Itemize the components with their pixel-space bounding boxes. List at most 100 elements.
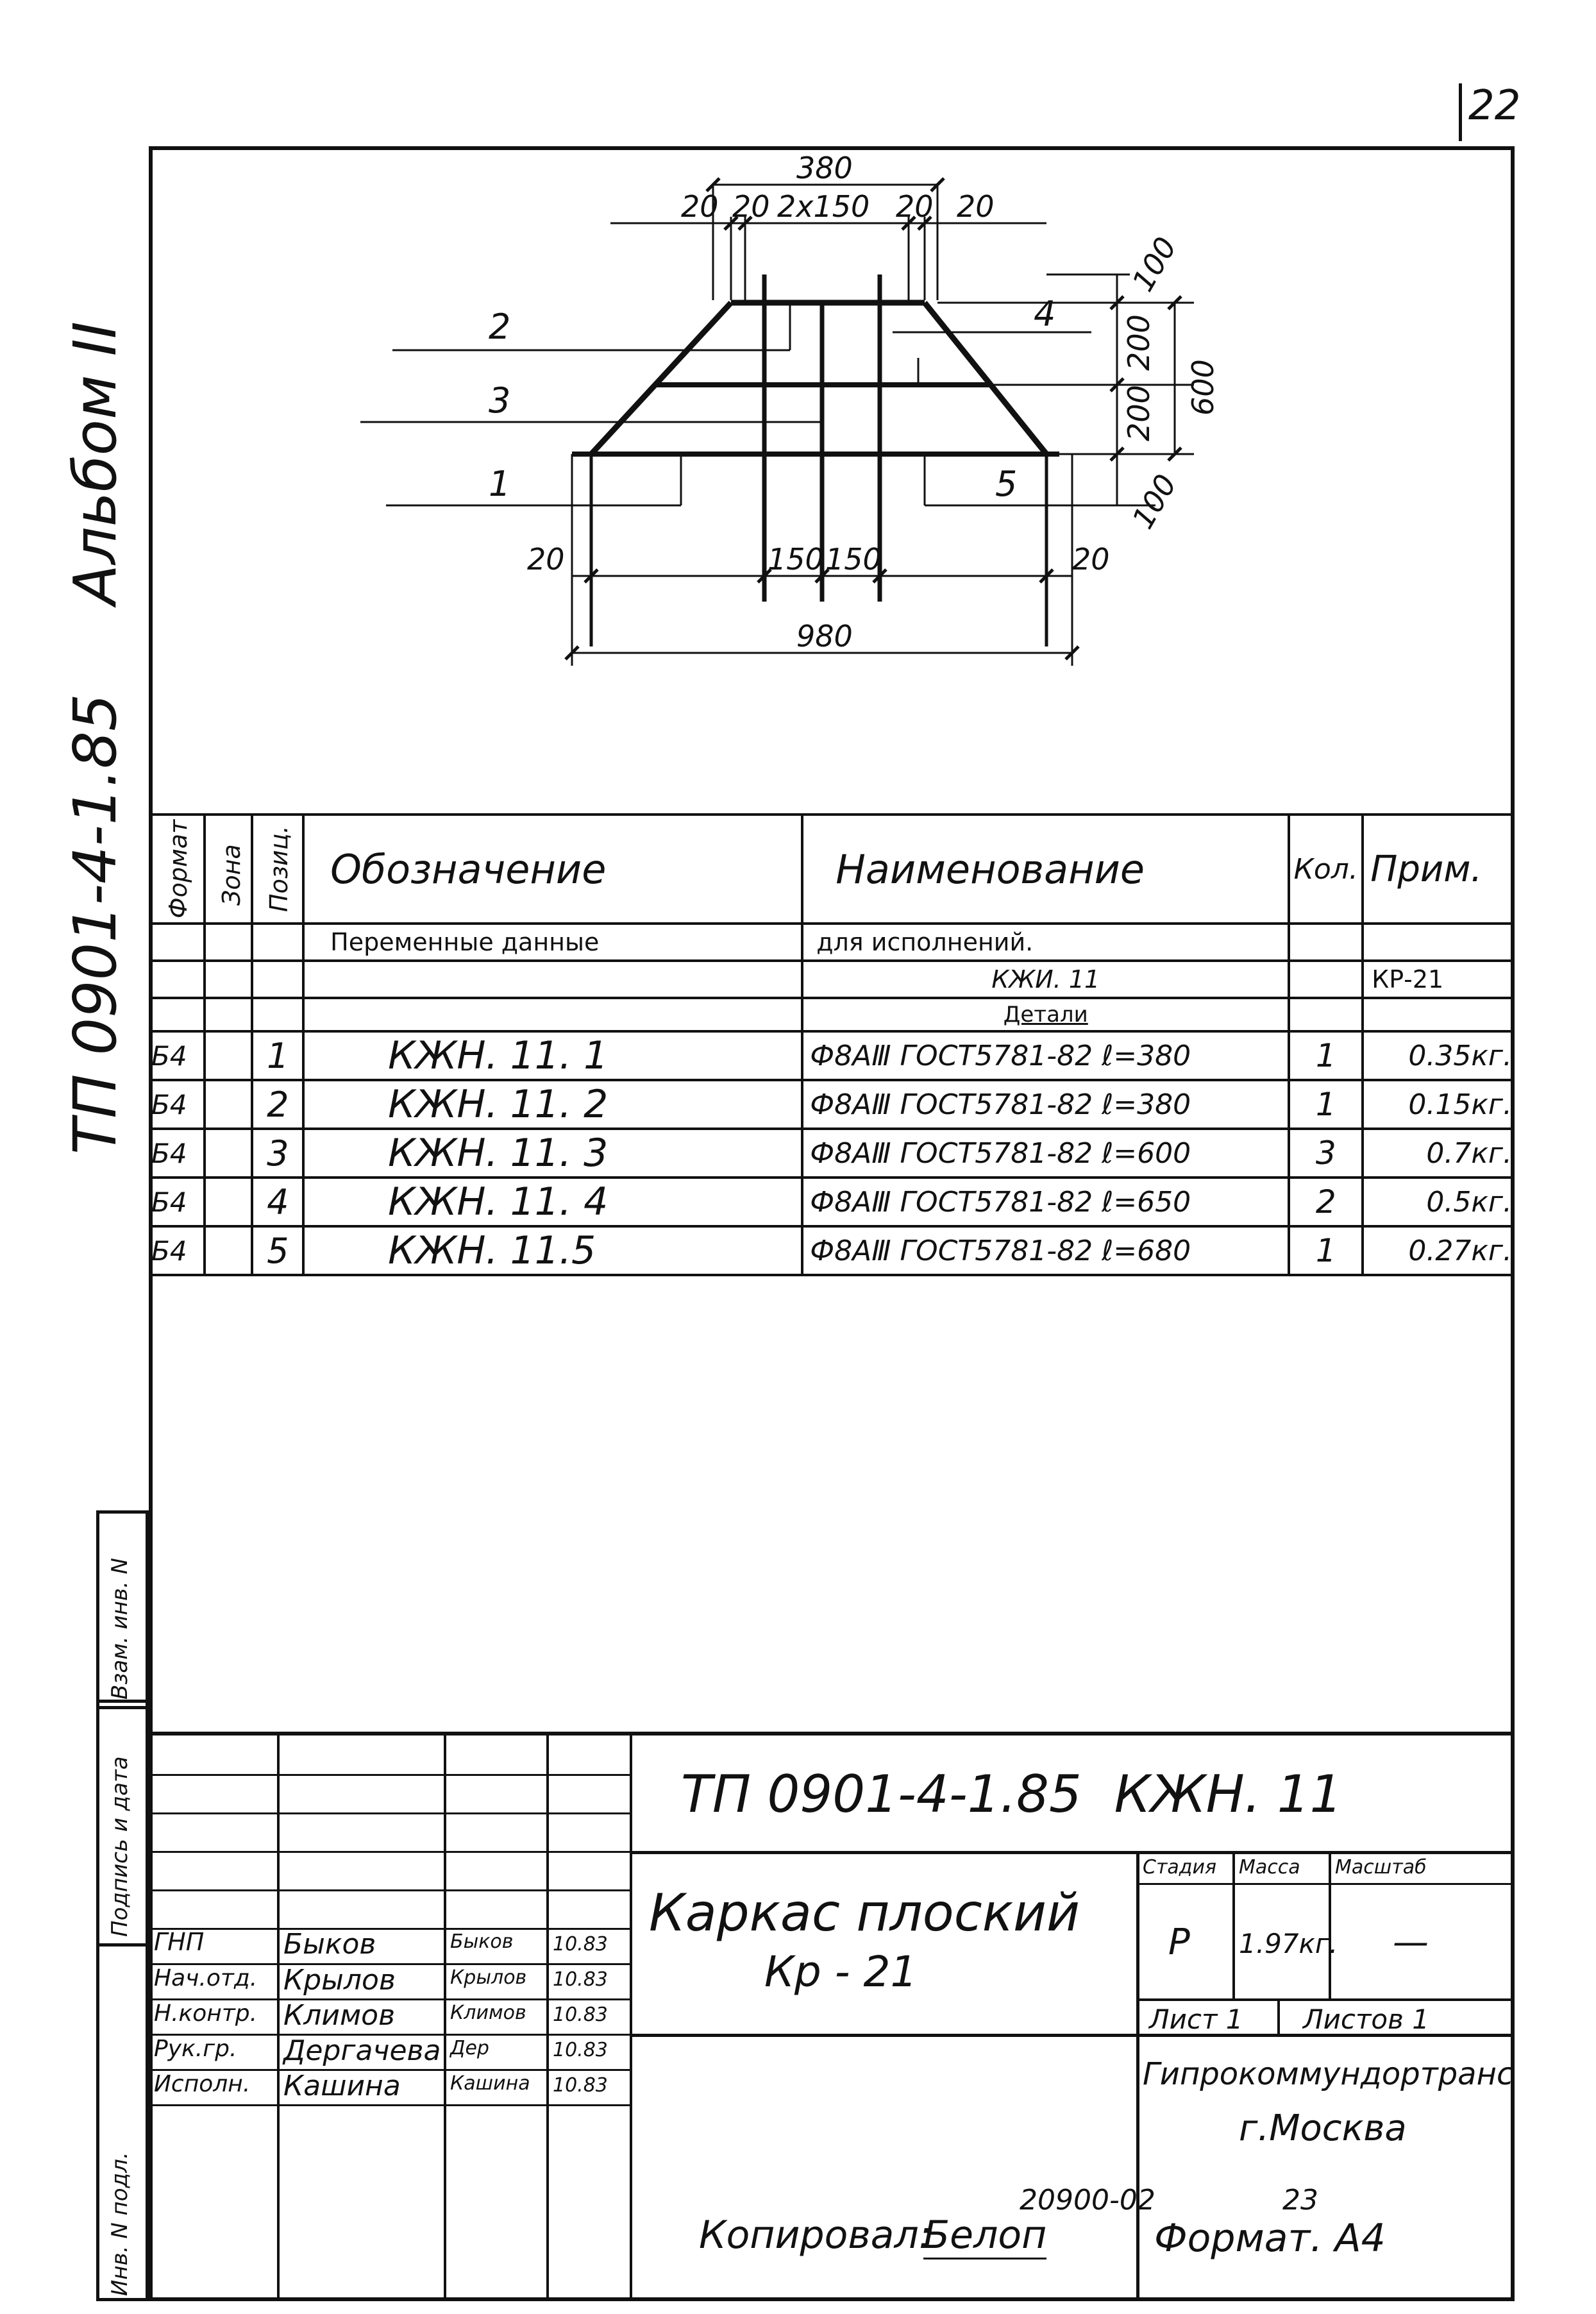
row-name: Ф8АⅢ ГОСТ5781-82 ℓ=600 [801, 1127, 1291, 1179]
pos-label-3: 3 [489, 380, 510, 421]
row-pos: 2 [251, 1079, 305, 1130]
person-name: Крылов [283, 1964, 396, 1997]
row-qty: 3 [1288, 1127, 1365, 1179]
variable-data-row: Переменные данные для исполнений. [149, 922, 1515, 962]
row-pos: 4 [251, 1176, 305, 1228]
header-format: Формат [149, 813, 206, 925]
side-code-album: Альбом II [61, 321, 130, 605]
variant-row: КЖИ. 11 КР-21 [149, 959, 1515, 999]
pos-label-4: 4 [1034, 294, 1055, 334]
row-name: Ф8АⅢ ГОСТ5781-82 ℓ=380 [801, 1030, 1291, 1081]
row-name: Ф8АⅢ ГОСТ5781-82 ℓ=680 [801, 1225, 1291, 1276]
person-role: Рук.гр. [154, 2036, 237, 2062]
row-format: Б4 [149, 1176, 206, 1228]
page-number-mark [1459, 83, 1462, 141]
row-designation: КЖН. 11. 2 [302, 1079, 804, 1130]
dim-bottom-right: 20 [1072, 542, 1110, 577]
header-zone: Зона [203, 813, 254, 925]
person-name: Климов [283, 1999, 396, 2032]
person-name: Дергачева [283, 2034, 441, 2067]
dim-top-left-outer: 20 [681, 189, 719, 224]
stage-value: Р [1168, 1921, 1190, 1963]
row-format: Б4 [149, 1030, 206, 1081]
row-format: Б4 [149, 1127, 206, 1179]
variant-name: КЖИ. 11 [801, 959, 1291, 999]
org-line1: Гипрокоммундортранс [1143, 2056, 1514, 2092]
person-sign: Кашина [450, 2072, 530, 2095]
row-designation: КЖН. 11.5 [302, 1225, 804, 1276]
pos-label-2: 2 [489, 307, 510, 347]
title-line1: Каркас плоский [649, 1883, 1080, 1943]
person-role: ГНП [154, 1928, 205, 1956]
page-number: 22 [1468, 82, 1521, 130]
stamp-sign-date: Подпись и дата [107, 1756, 133, 1937]
details-label: Детали [801, 997, 1291, 1033]
row-qty: 1 [1288, 1079, 1365, 1130]
header-designation: Обозначение [302, 813, 804, 925]
scale-value: — [1393, 1921, 1429, 1963]
dim-top-middle: 2x150 [777, 189, 869, 224]
row-pos: 1 [251, 1030, 305, 1081]
footer-order: 20900-02 [1020, 2184, 1155, 2217]
spec-row: Б4 3 КЖН. 11. 3 Ф8АⅢ ГОСТ5781-82 ℓ=600 3… [149, 1127, 1515, 1179]
header-note: Прим. [1361, 813, 1515, 925]
mass-value: 1.97кг. [1239, 1928, 1338, 1959]
stamp-inv-repl: Взам. инв. N [107, 1558, 133, 1700]
footer-copier-sign: Белоп [923, 2213, 1047, 2259]
spec-row: Б4 4 КЖН. 11. 4 Ф8АⅢ ГОСТ5781-82 ℓ=650 2… [149, 1176, 1515, 1228]
dim-top-right-outer: 20 [957, 189, 995, 224]
specification-table: Формат Зона Позиц. Обозначение Наименова… [149, 813, 1515, 1276]
person-sign: Быков [450, 1930, 514, 1953]
person-date: 10.83 [553, 2004, 608, 2026]
row-note: 0.5кг. [1361, 1176, 1515, 1228]
row-designation: КЖН. 11. 1 [302, 1030, 804, 1081]
variable-designation: Переменные данные [302, 922, 804, 962]
row-designation: КЖН. 11. 4 [302, 1176, 804, 1228]
row-format: Б4 [149, 1079, 206, 1130]
row-note: 0.15кг. [1361, 1079, 1515, 1130]
dim-bottom-mid1: 150 [768, 542, 824, 577]
doc-code: ТП 0901-4-1.85 КЖН. 11 [681, 1764, 1343, 1824]
title-line2: Кр - 21 [764, 1947, 918, 1997]
left-stamp-shelf [96, 1700, 149, 1703]
row-pos: 3 [251, 1127, 305, 1179]
pos-label-5: 5 [995, 464, 1017, 504]
person-role: Н.контр. [154, 2000, 258, 2027]
footer-format: Формат. А4 [1154, 2216, 1386, 2261]
title-block: ГНП Быков Быков 10.83 Нач.отд. Крылов Кр… [149, 1732, 1515, 2301]
spec-row: Б4 2 КЖН. 11. 2 Ф8АⅢ ГОСТ5781-82 ℓ=380 1… [149, 1079, 1515, 1130]
dim-top-left-inner: 20 [732, 189, 770, 224]
person-name: Быков [283, 1928, 376, 1961]
row-format: Б4 [149, 1225, 206, 1276]
row-designation: КЖН. 11. 3 [302, 1127, 804, 1179]
spec-header-row: Формат Зона Позиц. Обозначение Наименова… [149, 813, 1515, 925]
left-stamp: Взам. инв. N Подпись и дата Инв. N подл. [96, 1510, 149, 2301]
dim-bottom-left: 20 [527, 542, 565, 577]
dim-right-2: 200 [1121, 314, 1156, 371]
row-qty: 1 [1288, 1030, 1365, 1081]
header-qty: Кол. [1288, 813, 1365, 925]
sheets-label: Листов 1 [1303, 2004, 1429, 2035]
stamp-inv-orig: Инв. N подл. [107, 2152, 133, 2296]
person-role: Исполн. [154, 2071, 251, 2097]
scale-label: Масштаб [1335, 1856, 1427, 1879]
row-pos: 5 [251, 1225, 305, 1276]
dim-bottom-total: 980 [796, 619, 853, 654]
footer-sheet-no: 23 [1282, 2184, 1318, 2217]
dim-bottom-mid2: 150 [825, 542, 882, 577]
dim-top-right-inner: 20 [896, 189, 934, 224]
header-name: Наименование [801, 813, 1291, 925]
person-role: Нач.отд. [154, 1965, 258, 1991]
person-date: 10.83 [553, 1933, 608, 1955]
person-date: 10.83 [553, 2039, 608, 2061]
bar-left-slope [589, 300, 734, 457]
mass-label: Масса [1239, 1856, 1300, 1879]
dim-top-total: 380 [796, 151, 853, 185]
side-code: ТП 0901-4-1.85 Альбом II [61, 321, 130, 1154]
details-row: Детали [149, 997, 1515, 1033]
person-date: 10.83 [553, 1968, 608, 1991]
row-qty: 1 [1288, 1225, 1365, 1276]
row-qty: 2 [1288, 1176, 1365, 1228]
variant-note: КР-21 [1361, 959, 1515, 999]
row-note: 0.35кг. [1361, 1030, 1515, 1081]
